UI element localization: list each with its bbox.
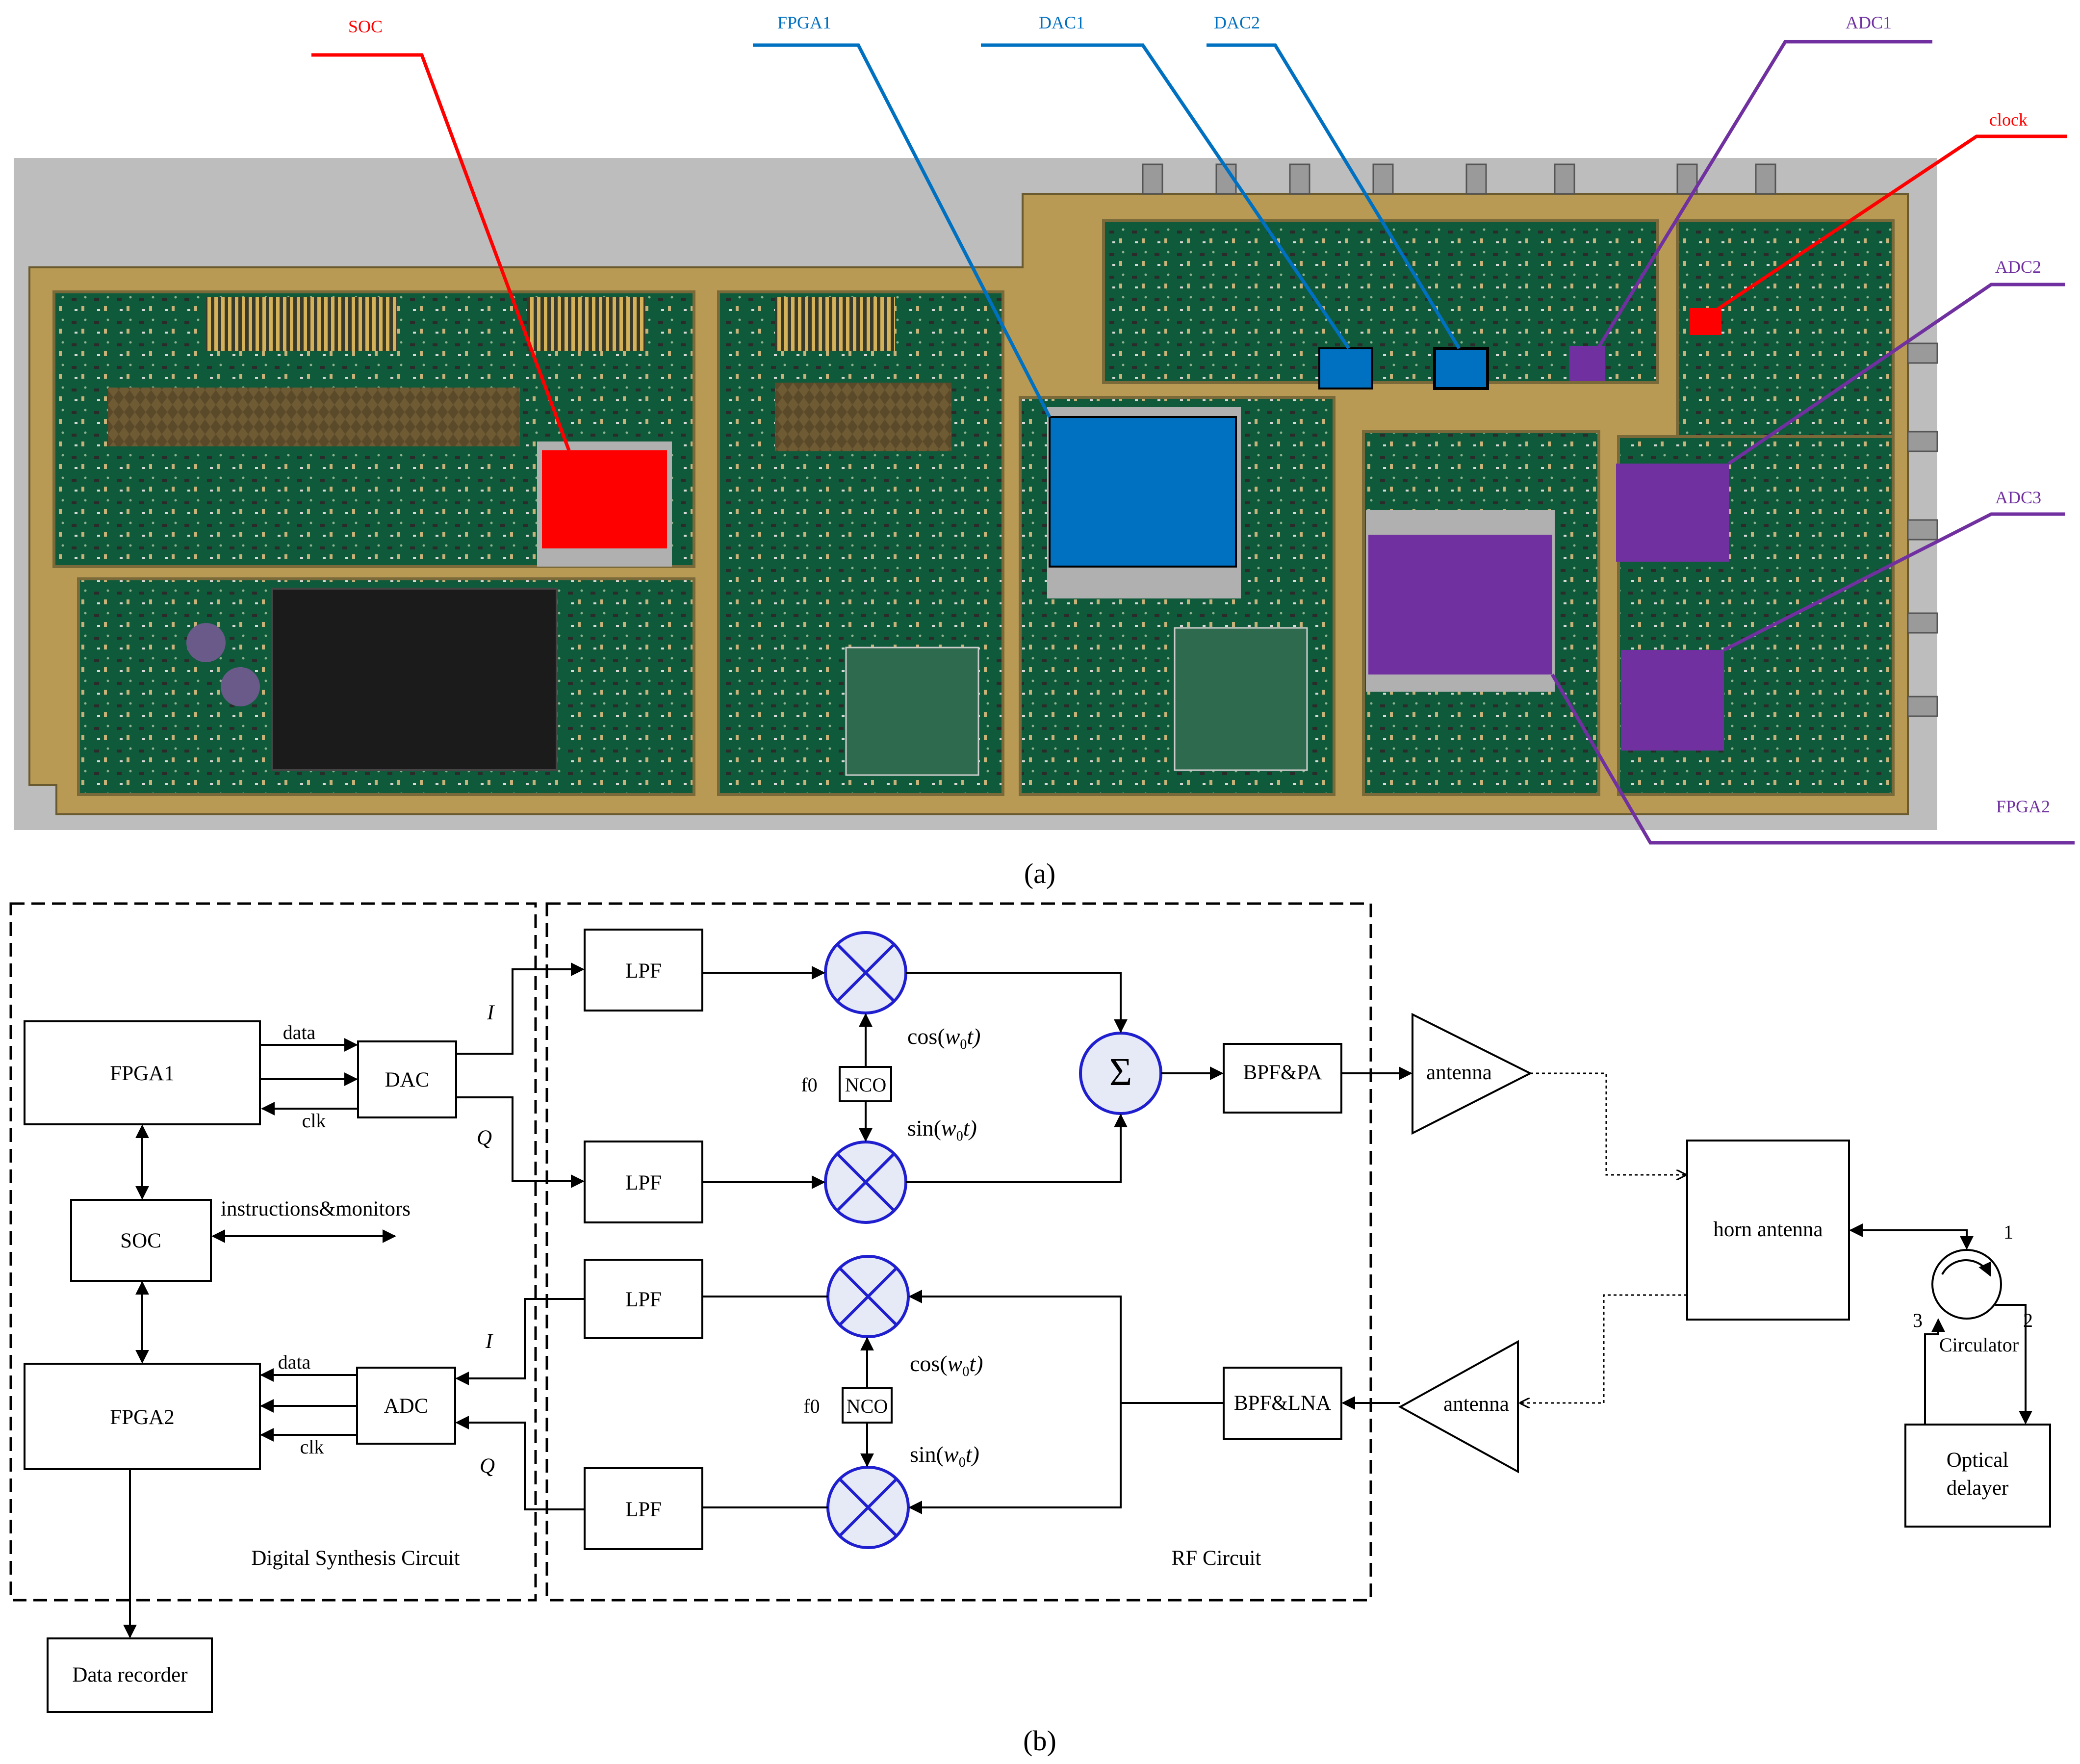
bpf-lna-label: BPF&LNA [1234, 1392, 1331, 1415]
i-top-label: I [487, 1001, 495, 1024]
mixer-2 [824, 1141, 907, 1224]
dac-label: DAC [385, 1068, 430, 1091]
rx-antenna-label: antenna [1443, 1393, 1509, 1416]
nco-top-label: NCO [845, 1074, 886, 1096]
optical-delayer-block [1904, 1424, 2051, 1528]
sin-top-label: sin(w0t) [907, 1115, 977, 1144]
callout-adc2: ADC2 [1995, 257, 2041, 277]
callout-lines [311, 40, 2075, 845]
adc-block [356, 1367, 456, 1445]
dac1-highlight [1318, 347, 1373, 389]
callout-adc3: ADC3 [1995, 488, 2041, 507]
sin-bottom-label: sin(w0t) [910, 1442, 979, 1470]
mixer-3 [826, 1255, 910, 1338]
caption-b: (b) [1023, 1725, 1056, 1757]
callout-adc1: ADC1 [1846, 13, 1892, 32]
rx-antenna-icon [1398, 1340, 1519, 1474]
callout-soc: SOC [348, 17, 383, 36]
callout-labels: SOC FPGA1 DAC1 DAC2 ADC1 clock ADC2 ADC3… [348, 13, 2050, 816]
clk-bottom-label: clk [300, 1436, 324, 1458]
fpga2-highlight [1368, 535, 1552, 674]
tx-antenna-label: antenna [1426, 1061, 1492, 1084]
port-3-label: 3 [1913, 1309, 1923, 1331]
fpga1-label: FPGA1 [110, 1062, 174, 1085]
callout-fpga2: FPGA2 [1996, 797, 2050, 816]
board-photo [14, 158, 1938, 830]
horn-antenna-block [1686, 1140, 1850, 1321]
summer-symbol: Σ [1109, 1051, 1132, 1094]
cos-bottom-label: cos(w0t) [910, 1351, 983, 1379]
data-top-label: data [283, 1021, 316, 1043]
f0-bottom-label: f0 [803, 1395, 820, 1417]
adc3-highlight [1621, 650, 1724, 751]
instructions-label: instructions&monitors [221, 1197, 411, 1220]
diagram-labels: FPGA1 DAC SOC FPGA2 ADC Data recorder da… [72, 960, 2033, 1686]
nco-bottom-label: NCO [847, 1395, 888, 1417]
f0-top-label: f0 [801, 1074, 817, 1096]
clk-top-label: clk [302, 1110, 326, 1132]
data-recorder-label: Data recorder [72, 1663, 187, 1686]
mixer-4 [826, 1466, 910, 1549]
rf-circuit-label: RF Circuit [1172, 1547, 1261, 1570]
adc1-highlight [1569, 346, 1605, 381]
callout-dac1: DAC1 [1039, 13, 1085, 32]
horn-antenna-label: horn antenna [1713, 1218, 1823, 1241]
data-bottom-label: data [278, 1351, 311, 1373]
tx-antenna-icon [1412, 1012, 1533, 1135]
adc2-highlight [1616, 464, 1729, 562]
dac-block [357, 1040, 457, 1118]
rf-boundary [545, 902, 1372, 1602]
port-2-label: 2 [2023, 1309, 2033, 1331]
caption-a: (a) [1024, 857, 1055, 889]
fpga1-block [24, 1020, 261, 1125]
block-diagram [9, 902, 2051, 1713]
digital-boundary [9, 902, 537, 1602]
fpga1-highlight [1049, 416, 1237, 568]
optical-line2: delayer [1947, 1477, 2009, 1500]
soc-label: SOC [120, 1229, 161, 1252]
callout-dac2: DAC2 [1214, 13, 1260, 32]
fpga2-label: FPGA2 [110, 1406, 174, 1429]
bpf-pa-block [1223, 1043, 1342, 1114]
mixer-1 [824, 931, 907, 1014]
i-bottom-label: I [485, 1330, 493, 1353]
lpf-2-label: LPF [625, 1171, 662, 1194]
circulator-label: Circulator [1939, 1334, 2019, 1356]
soc-block [70, 1199, 212, 1282]
callout-fpga1: FPGA1 [777, 13, 831, 32]
lpf-1 [584, 929, 703, 1012]
data-recorder-block [47, 1637, 213, 1713]
lpf-3-label: LPF [625, 1288, 662, 1311]
clock-highlight [1690, 308, 1721, 335]
dac2-highlight [1433, 347, 1489, 390]
callout-clock: clock [1989, 110, 2028, 130]
bpf-pa-label: BPF&PA [1243, 1061, 1322, 1084]
q-top-label: Q [477, 1126, 492, 1149]
optical-line1: Optical [1947, 1449, 2009, 1472]
port-1-label: 1 [2003, 1221, 2013, 1243]
circulator-icon [1931, 1249, 2002, 1320]
digital-circuit-label: Digital Synthesis Circuit [251, 1547, 460, 1570]
lpf-1-label: LPF [625, 960, 662, 983]
soc-highlight [542, 450, 667, 548]
adc-label: ADC [384, 1395, 429, 1418]
q-bottom-label: Q [480, 1454, 495, 1478]
cos-top-label: cos(w0t) [907, 1024, 980, 1052]
fpga2-block [24, 1363, 261, 1470]
lpf-4-label: LPF [625, 1498, 662, 1521]
